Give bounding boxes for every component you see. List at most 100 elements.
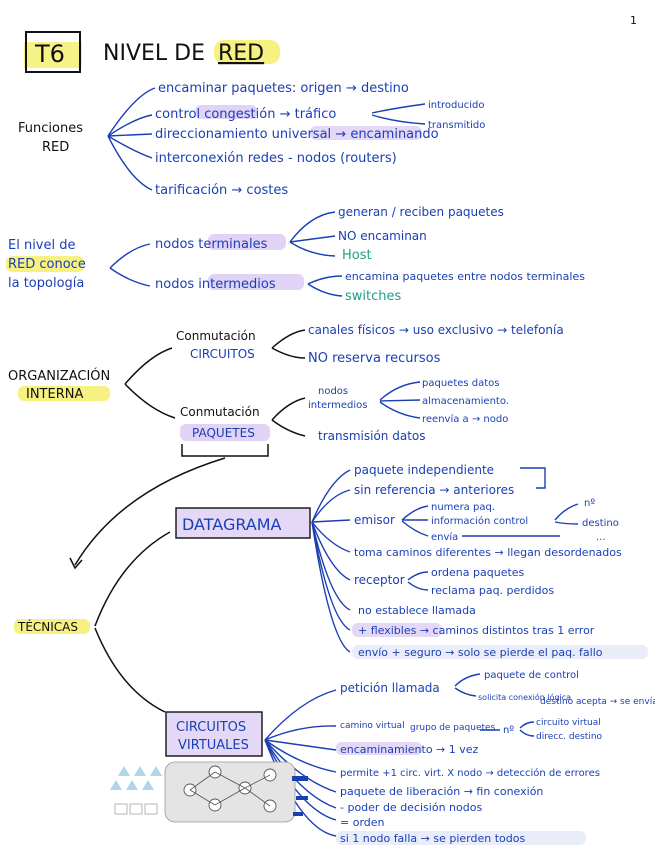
funciones-arrows bbox=[107, 87, 156, 191]
funcion-item-1: encaminar paquetes: origen → destino bbox=[158, 81, 409, 96]
nodos-sub-2: almacenamiento. bbox=[422, 396, 509, 407]
control-sub-2: destino bbox=[582, 518, 619, 529]
nodos-terminales: nodos terminales bbox=[155, 237, 268, 252]
title-code: T6 bbox=[34, 40, 65, 68]
paquetes-branch-transmision bbox=[271, 419, 306, 437]
title-highlight bbox=[214, 40, 280, 64]
nodos-branch-3 bbox=[379, 401, 421, 419]
paq-nodos-2: intermedios bbox=[308, 400, 367, 411]
cv-item-3: encaminamiento → 1 vez bbox=[340, 743, 479, 756]
circuitos-branch-1 bbox=[271, 329, 306, 349]
nodos-branch-1 bbox=[379, 381, 421, 401]
camino-sub-2: nº bbox=[503, 725, 514, 736]
funcion-item-5: tarificación → costes bbox=[155, 183, 288, 198]
page-number: 1 bbox=[630, 14, 637, 27]
title-code-box bbox=[25, 31, 81, 73]
circuitos-sub-1: canales físicos → uso exclusivo → telefo… bbox=[308, 323, 564, 337]
intermedios-branch-2 bbox=[307, 283, 343, 297]
congestion-highlight bbox=[195, 105, 257, 119]
camino-sub-1: grupo de paquetes bbox=[410, 723, 496, 733]
terminales-branch-3 bbox=[289, 241, 336, 257]
datagrama-item-6: no establece llamada bbox=[358, 604, 476, 617]
cv-item-5: paquete de liberación → fin conexión bbox=[340, 785, 543, 798]
nro-branch-1 bbox=[519, 721, 535, 729]
paquetes-to-tecnicas-arrow bbox=[74, 457, 226, 566]
peticion-branch-2 bbox=[454, 687, 477, 697]
peticion-sub-1: paquete de control bbox=[484, 670, 579, 681]
camino-sub-4: direcc. destino bbox=[536, 732, 603, 742]
network-sketch bbox=[110, 761, 308, 823]
topologia-highlight bbox=[6, 256, 84, 272]
peticion-sub-3: destino acepta → se envía bbox=[540, 697, 655, 707]
tecnicas-label: TÉCNICAS bbox=[17, 619, 78, 634]
peticion-branch-1 bbox=[454, 673, 481, 687]
cv-box bbox=[165, 711, 263, 757]
intermedios-branch-1 bbox=[307, 275, 343, 285]
datagrama-item-4: toma caminos diferentes → llegan desorde… bbox=[354, 546, 622, 559]
circuitos-branch-2 bbox=[271, 347, 306, 359]
trafico-branch-2 bbox=[371, 114, 426, 125]
tecnicas-arrow-datagrama bbox=[94, 531, 171, 627]
funcion-item-4: interconexión redes - nodos (routers) bbox=[155, 151, 397, 166]
receptor-sub-2: reclama paq. perdidos bbox=[431, 584, 554, 597]
cv-item-8: si 1 nodo falla → se pierden todos bbox=[340, 832, 525, 845]
org-arrow-paquetes bbox=[124, 383, 176, 419]
flexibles-highlight bbox=[352, 623, 442, 637]
cv-label-2: VIRTUALES bbox=[178, 738, 249, 753]
datagrama-arrows bbox=[311, 469, 351, 653]
paquetes-to-tecnicas-head bbox=[69, 557, 83, 570]
cv-item-6: - poder de decisión nodos bbox=[340, 801, 482, 814]
tecnicas-highlight bbox=[14, 619, 90, 634]
emisor-branch-1 bbox=[401, 505, 429, 521]
funcion-item-2: control congestión → tráfico bbox=[155, 107, 336, 122]
encaminando-highlight bbox=[310, 126, 422, 140]
control-sub-3: ... bbox=[596, 532, 606, 543]
datagrama-item-1: paquete independiente bbox=[354, 463, 494, 477]
org-arrow-circuitos bbox=[124, 347, 173, 385]
funciones-label-2: RED bbox=[42, 140, 69, 155]
receptor-branch-2 bbox=[407, 581, 429, 591]
intermedios-highlight bbox=[208, 274, 304, 290]
intermedios-sub-switches: switches bbox=[345, 289, 401, 304]
nodos-intermedios: nodos intermedios bbox=[155, 277, 276, 292]
topologia-arrow-intermedios bbox=[109, 267, 151, 287]
title-highlight-text: RED bbox=[218, 41, 264, 66]
nodos-branch-2 bbox=[379, 399, 421, 402]
nodos-sub-1: paquetes datos bbox=[422, 378, 500, 389]
datagrama-item-8: envío + seguro → solo se pierde el paq. … bbox=[358, 646, 603, 659]
cv-item-2: camino virtual bbox=[340, 721, 405, 731]
datagrama-highlight bbox=[176, 508, 310, 538]
envio-highlight bbox=[352, 645, 648, 659]
emisor-branch-3 bbox=[401, 520, 429, 537]
title-text: NIVEL DE bbox=[103, 41, 205, 66]
terminales-branch-1 bbox=[289, 211, 336, 243]
funciones-label-1: Funciones bbox=[18, 121, 83, 136]
topologia-arrow-terminales bbox=[109, 243, 151, 269]
encaminamiento-highlight bbox=[336, 742, 422, 755]
nro-branch-2 bbox=[519, 729, 535, 737]
intermedios-sub-1: encamina paquetes entre nodos terminales bbox=[345, 270, 585, 283]
receptor-sub-1: ordena paquetes bbox=[431, 566, 525, 579]
datagrama-emisor: emisor bbox=[354, 513, 395, 527]
emisor-sub-3: envía bbox=[431, 531, 458, 543]
paquetes-line1: Conmutación bbox=[180, 405, 260, 419]
topologia-label-3: la topología bbox=[8, 276, 84, 291]
terminales-branch-2 bbox=[289, 235, 336, 243]
circuitos-sub-2: NO reserva recursos bbox=[308, 351, 441, 366]
receptor-branch-1 bbox=[407, 571, 429, 581]
emisor-sub-1: numera paq. bbox=[431, 502, 495, 513]
control-branch-1 bbox=[554, 503, 579, 521]
tecnicas-arrow-cv bbox=[94, 627, 166, 713]
paquetes-branch-nodos bbox=[271, 397, 306, 421]
camino-sub-3: circuito virtual bbox=[536, 718, 601, 728]
peticion-sub-2: solicita conexión lógica bbox=[478, 692, 571, 702]
trafico-sub-2: transmitido bbox=[428, 120, 485, 131]
trafico-sub-1: introducido bbox=[428, 100, 484, 111]
emisor-sub-2: información control bbox=[431, 515, 528, 527]
terminales-highlight bbox=[208, 234, 286, 250]
cv-highlight bbox=[166, 712, 262, 756]
topologia-label-2: RED conoce bbox=[8, 257, 86, 272]
datagrama-label: DATAGRAMA bbox=[182, 515, 282, 534]
